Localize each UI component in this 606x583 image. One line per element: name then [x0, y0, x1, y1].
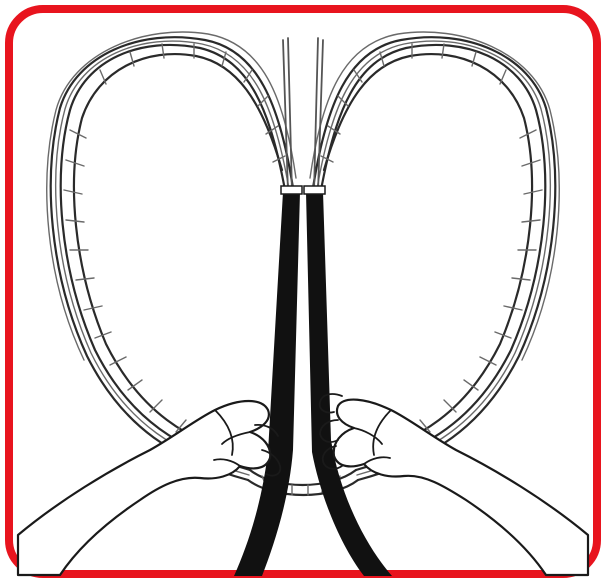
illustration-frame — [0, 0, 606, 583]
cable-grip-illustration — [0, 0, 606, 583]
